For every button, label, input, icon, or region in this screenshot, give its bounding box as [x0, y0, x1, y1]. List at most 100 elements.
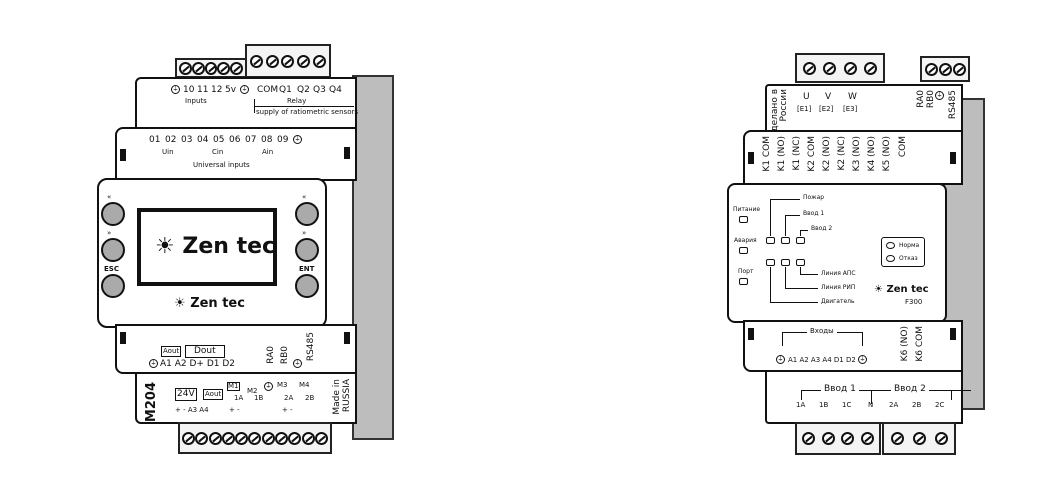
aout-label: Aout	[161, 346, 182, 357]
made-in-label: России	[779, 89, 789, 122]
pin-label: 06	[229, 135, 241, 145]
state-box: Норма Отказ	[881, 237, 925, 267]
uin-label: Uin	[162, 148, 174, 156]
indicator-label: Линия РИП	[821, 284, 856, 291]
button-label: ENT	[299, 265, 315, 273]
ground-icon: ⏚	[935, 91, 944, 100]
pin-labels: + - A3 A4	[175, 406, 209, 414]
terminal-label: N	[868, 401, 874, 409]
bottom-terminal-block	[178, 422, 332, 454]
input2-led	[796, 237, 805, 244]
display-panel: ☀ Zen tec « » ESC « » ENT ☀ Zen tec	[97, 178, 327, 328]
1a-label: 1A	[234, 394, 244, 402]
ent-button[interactable]	[295, 274, 319, 298]
motor-led	[766, 259, 775, 266]
2a-label: 2A	[284, 394, 294, 402]
relay-pin-label: K1 COM	[762, 136, 772, 172]
input1-terminal-block	[795, 422, 881, 455]
bottom-label-panel: Ввод 1 Ввод 2 1A 1B 1C N 2A 2B 2C	[765, 370, 971, 424]
ground-icon: ⏚	[149, 359, 158, 368]
pin-label: 5v	[225, 85, 237, 95]
left-down-button[interactable]	[101, 238, 125, 262]
sun-logo-icon: ☀	[155, 234, 175, 259]
ground-icon: ⏚	[776, 355, 785, 364]
indicator-label: Ввод 1	[803, 210, 825, 217]
indicator-label: Двигатель	[821, 298, 855, 305]
esc-button[interactable]	[101, 274, 125, 298]
ground-icon: ⏚	[171, 85, 180, 94]
input-pin-labels: A1 A2 A3 A4 D1 D2	[788, 356, 856, 364]
phase-label: U	[803, 92, 810, 102]
ground-icon: ⏚	[293, 135, 302, 144]
relay-pin-label: COM	[898, 136, 908, 158]
pin-label: 02	[165, 135, 177, 145]
state-label: Норма	[899, 242, 920, 249]
relay-label-panel: K1 COM K1 (NO) K1 (NC) K2 COM K2 (NO) K2…	[743, 130, 963, 185]
pin-label: Q3	[313, 85, 326, 95]
relay-pin-label: K2 (NC)	[837, 136, 847, 171]
pin-labels: A1 A2 D+ D1 D2	[160, 359, 235, 369]
made-in-label: RUSSIA	[342, 379, 352, 413]
k6-label: K6 (NO)	[900, 326, 910, 362]
2b-label: 2B	[305, 394, 315, 402]
input-terminal-block	[175, 58, 247, 78]
m2-label: M2	[247, 387, 258, 395]
terminal-label: 1C	[842, 401, 852, 409]
relay-pin-label: K1 (NO)	[777, 136, 787, 172]
relay-pin-label: K3 (NO)	[852, 136, 862, 172]
terminal-label: 1A	[796, 401, 806, 409]
24v-label: 24V	[175, 388, 197, 401]
relay-pin-label: K2 (NO)	[822, 136, 832, 172]
relay-label: Relay	[287, 97, 307, 105]
pin-label: 03	[181, 135, 193, 145]
zentec-logo-small: ☀ Zen tec	[174, 296, 245, 311]
rs-label: RA0	[916, 90, 926, 108]
power-led	[739, 216, 748, 223]
sun-logo-icon: ☀	[874, 284, 883, 295]
m1-label: M1	[227, 382, 240, 391]
relay-terminal-block	[245, 44, 331, 78]
relay-pin-label: K1 (NC)	[792, 136, 802, 171]
pin-label: 11	[197, 85, 209, 95]
lower-label-panel: Aout Dout ⏚ A1 A2 D+ D1 D2 RA0 RB0 ⏚ RS4…	[115, 324, 357, 374]
terminal-label: 2B	[912, 401, 922, 409]
status-label: Авария	[734, 237, 757, 244]
port-led	[739, 278, 748, 285]
inputs-label-panel: Входы ⏚ A1 A2 A3 A4 D1 D2 ⏚ K6 (NO) K6 C…	[743, 320, 963, 372]
left-up-button[interactable]	[101, 202, 125, 226]
top-label-panel: Сделано в России U [E1] V [E2] W [E3] RA…	[765, 84, 963, 138]
fire-led	[766, 237, 775, 244]
ground-icon: ⏚	[240, 85, 249, 94]
terminal-label: 2C	[935, 401, 945, 409]
up-button[interactable]	[295, 202, 319, 226]
ground-icon: ⏚	[858, 355, 867, 364]
status-label: Питание	[733, 206, 761, 213]
pin-label: 07	[245, 135, 257, 145]
rs-label: RS485	[948, 90, 958, 120]
phase-label: [E2]	[819, 105, 834, 113]
k6-label: K6 COM	[915, 326, 925, 362]
universal-inputs-panel: 01 02 03 04 05 06 07 08 09 ⏚ Uin Cin Ain…	[115, 127, 357, 181]
rs-label: RA0	[266, 346, 276, 364]
phase-terminal-block	[795, 53, 885, 83]
relay-pin-label: K5 (NO)	[882, 136, 892, 172]
button-label: «	[107, 193, 112, 201]
pin-labels: + -	[229, 406, 240, 414]
pin-labels: + -	[282, 406, 293, 414]
button-label: »	[107, 229, 112, 237]
input1-led	[781, 237, 790, 244]
alarm-led	[739, 247, 748, 254]
input1-label: Ввод 1	[821, 385, 859, 394]
down-button[interactable]	[295, 238, 319, 262]
supply-label: supply of ratiometric sensors	[256, 108, 359, 116]
universal-inputs-label: Universal inputs	[193, 161, 250, 169]
pin-label: Q1	[279, 85, 292, 95]
rs-label: RB0	[280, 346, 290, 365]
relay-pin-label: K2 COM	[807, 136, 817, 172]
terminal-label: 2A	[889, 401, 899, 409]
button-label: «	[302, 193, 307, 201]
ground-icon: ⏚	[293, 359, 302, 368]
input2-terminal-block	[882, 422, 956, 455]
indicator-label: Ввод 2	[811, 225, 833, 232]
rs-label: RS485	[306, 332, 316, 362]
